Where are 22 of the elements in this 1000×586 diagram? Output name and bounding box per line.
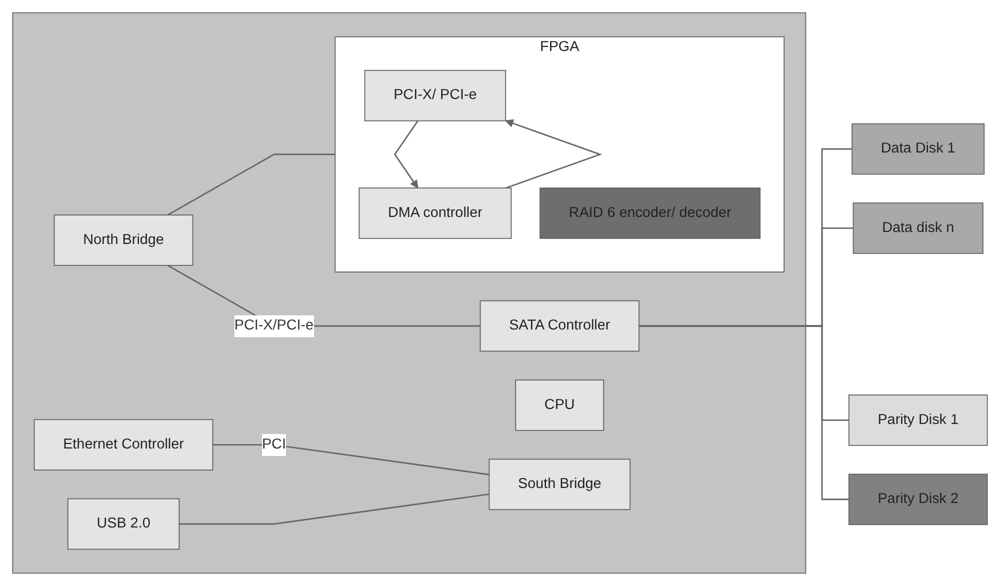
connector: [639, 325, 849, 500]
node-box: DMA controller: [358, 188, 512, 239]
node-box: Parity Disk 2: [848, 474, 988, 526]
node-box: Data disk n: [852, 202, 984, 254]
arrow: [394, 120, 418, 188]
node-box: RAID 6 encoder/ decoder: [540, 188, 761, 239]
node-box: South Bridge: [488, 458, 631, 510]
connector: [179, 493, 490, 525]
edge-label: PCI: [262, 436, 286, 452]
edge-label: PCI-X/PCI-e: [234, 317, 314, 334]
node-box: SATA Controller: [480, 300, 640, 352]
node-box: CPU: [515, 380, 604, 431]
node-box: North Bridge: [54, 214, 194, 266]
arrow: [505, 119, 602, 189]
cluster: [12, 12, 806, 574]
node-box: Ethernet Controller: [34, 419, 214, 470]
node-box: Parity Disk 1: [848, 394, 988, 446]
connector: [167, 154, 336, 216]
connector: [212, 444, 490, 476]
node-box: USB 2.0: [67, 498, 180, 550]
node-box: PCI-X/ PCI-e: [364, 70, 506, 122]
node-box: Data Disk 1: [852, 123, 985, 175]
